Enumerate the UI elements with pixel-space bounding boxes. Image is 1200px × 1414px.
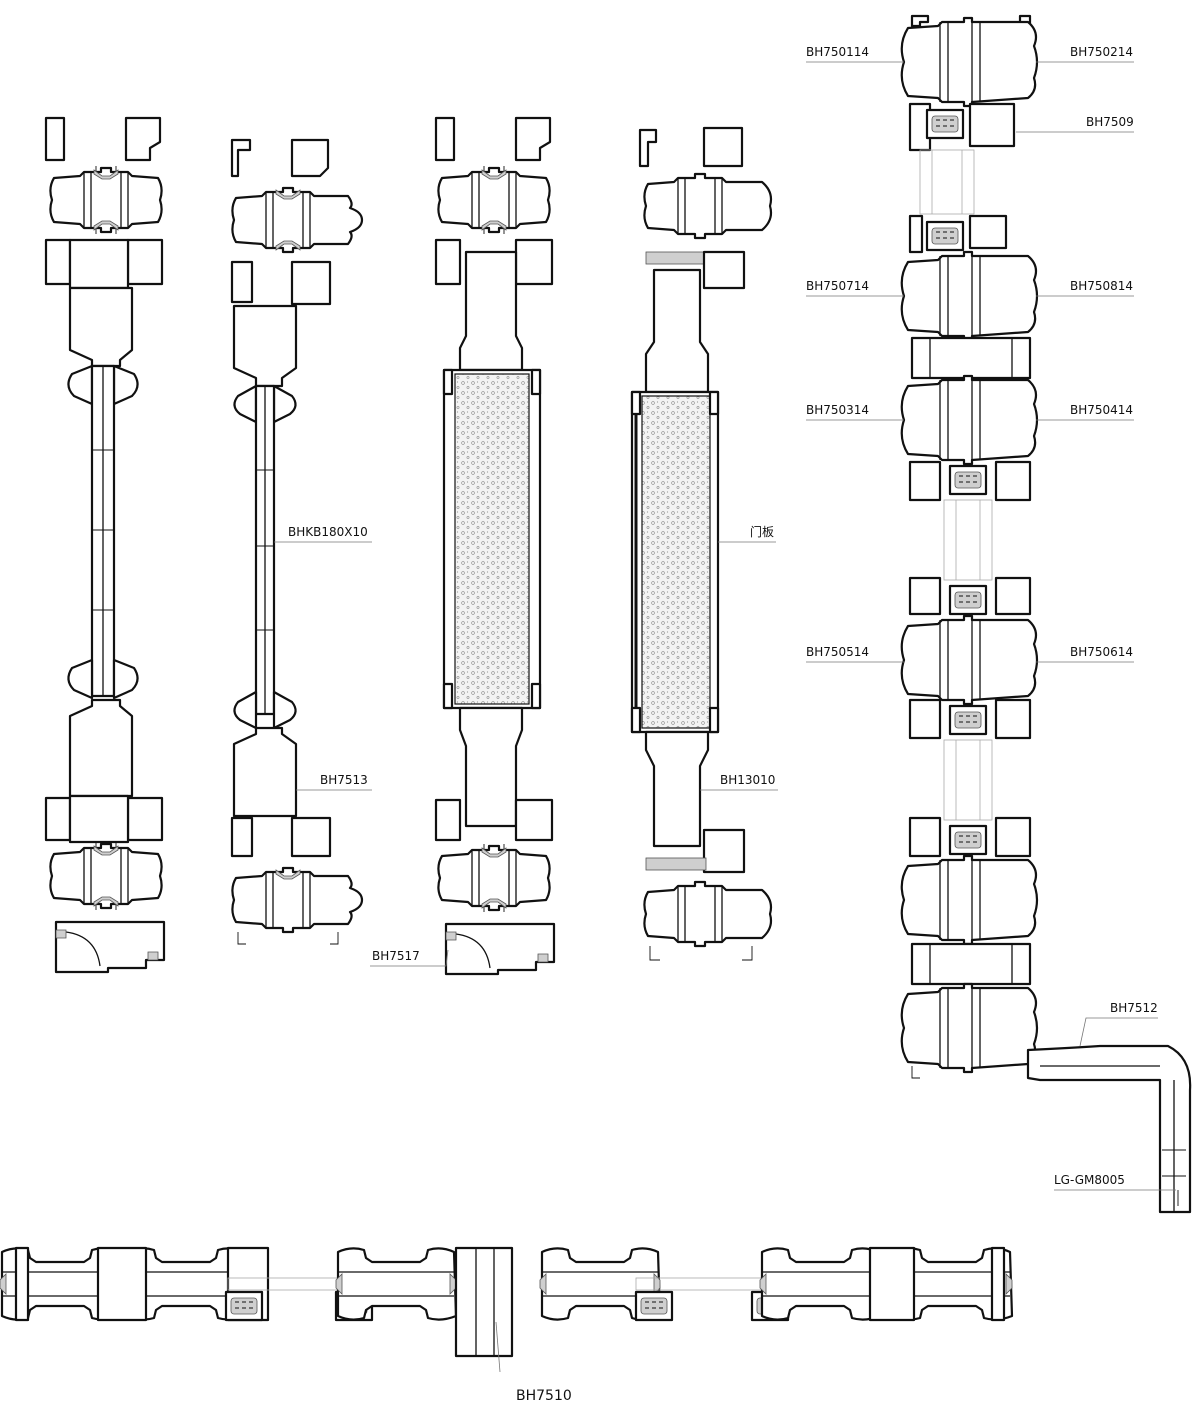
label-lg-gm8005: LG-GM8005: [1054, 1173, 1176, 1191]
label-bh750714: BH750714: [806, 279, 904, 297]
label-bhkb180x10: BHKB180X10: [274, 525, 372, 543]
label-bh7512-text: BH7512: [1110, 1001, 1158, 1015]
label-bh750114: BH750114: [806, 45, 904, 63]
label-door-panel-text: 门板: [750, 524, 774, 539]
label-bh750814-text: BH750814: [1070, 279, 1133, 293]
label-bh7509: BH7509: [1016, 115, 1134, 133]
section-column-3: [434, 116, 556, 976]
label-bh750214-text: BH750214: [1070, 45, 1133, 59]
label-bhkb180x10-text: BHKB180X10: [288, 525, 368, 539]
label-bh750114-text: BH750114: [806, 45, 869, 59]
label-bh7513: BH7513: [296, 773, 372, 791]
label-bh7513-text: BH7513: [320, 773, 368, 787]
label-bh7510-text: BH7510: [516, 1388, 572, 1404]
label-bh13010: BH13010: [700, 773, 778, 791]
label-lg-gm8005-text: LG-GM8005: [1054, 1173, 1125, 1187]
label-bh7517-text: BH7517: [372, 949, 420, 963]
label-bh750314: BH750314: [806, 403, 904, 421]
label-bh750214: BH750214: [1036, 45, 1134, 63]
label-bh750814: BH750814: [1036, 279, 1134, 297]
label-bh750514: BH750514: [806, 645, 904, 663]
label-bh7509-text: BH7509: [1086, 115, 1134, 129]
section-right-stack: [900, 14, 1192, 1214]
label-bh750414-text: BH750414: [1070, 403, 1133, 417]
section-column-1: [44, 116, 166, 974]
label-bh7510: BH7510: [495, 1321, 572, 1404]
label-bh7512: BH7512: [1079, 1001, 1158, 1047]
label-bh7517: BH7517: [370, 949, 449, 967]
label-bh750514-text: BH750514: [806, 645, 869, 659]
section-column-2: [230, 138, 364, 945]
label-bh750414: BH750414: [1036, 403, 1134, 421]
section-horizontal-strip: [0, 1246, 1014, 1358]
label-bh13010-text: BH13010: [720, 773, 775, 787]
label-bh750614: BH750614: [1036, 645, 1134, 663]
label-bh750314-text: BH750314: [806, 403, 869, 417]
section-column-4: [630, 126, 773, 961]
label-door-panel: 门板: [718, 524, 776, 543]
label-bh750614-text: BH750614: [1070, 645, 1133, 659]
label-bh750714-text: BH750714: [806, 279, 869, 293]
